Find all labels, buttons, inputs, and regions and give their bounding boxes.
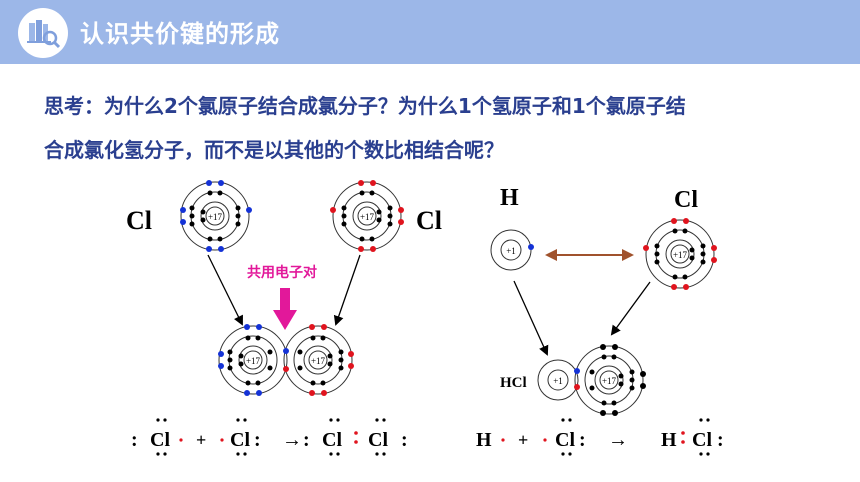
hcl-label: HCl bbox=[500, 375, 527, 391]
lewis-plus-right: + bbox=[518, 430, 528, 450]
cl-left-label: Cl bbox=[126, 206, 152, 235]
svg-text::: : bbox=[131, 429, 138, 451]
arrow-left-to-molecule bbox=[207, 254, 243, 326]
page-title: 认识共价键的形成 bbox=[80, 20, 280, 48]
lewis-cl-right: Cl bbox=[555, 429, 575, 451]
lewis-h: H bbox=[476, 429, 492, 451]
arrow-right-to-molecule bbox=[333, 254, 361, 326]
svg-text::: : bbox=[254, 429, 261, 451]
hcl-molecule: +1 +17 bbox=[537, 344, 646, 416]
title-bar: 认识共价键的形成 bbox=[0, 0, 860, 64]
question-text: 思考：为什么2个氯原子结合成氯分子？为什么1个氢原子和1个氯原子结 合成氯化氢分… bbox=[44, 84, 834, 172]
nucleus-label: +17 bbox=[360, 212, 375, 222]
svg-text::: : bbox=[717, 429, 724, 451]
cl-nucleus-label: +17 bbox=[602, 376, 617, 386]
nucleus-label: +17 bbox=[246, 356, 261, 366]
nucleus-label: +17 bbox=[311, 356, 326, 366]
svg-text::: : bbox=[579, 429, 586, 451]
svg-text::: : bbox=[401, 429, 408, 451]
lewis-h-product: H bbox=[661, 429, 677, 451]
books-magnifier-icon bbox=[27, 20, 61, 49]
h-nucleus-label: +1 bbox=[506, 246, 516, 256]
question-line-2: 合成氯化氢分子，而不是以其他的个数比相结合呢？ bbox=[44, 138, 504, 162]
nucleus-label: +17 bbox=[208, 212, 223, 222]
svg-text::: : bbox=[303, 429, 310, 451]
lewis-arrow-right: → bbox=[608, 429, 628, 451]
arrow-cl-to-molecule bbox=[610, 281, 651, 336]
h-atom: +1 bbox=[490, 229, 534, 271]
cl-atom-right: +17 bbox=[643, 218, 717, 290]
lewis-cl2-equation: : Cl + Cl : → : Cl Cl : bbox=[131, 418, 408, 456]
lewis-plus-left: + bbox=[196, 430, 206, 450]
cl-right-label: Cl bbox=[416, 206, 442, 235]
question-line-1: 思考：为什么2个氯原子结合成氯分子？为什么1个氢原子和1个氯原子结 bbox=[44, 94, 686, 118]
h-nucleus-label: +1 bbox=[553, 376, 563, 386]
lewis-cl-3: Cl bbox=[322, 429, 342, 451]
lewis-arrow-left: → bbox=[282, 429, 302, 451]
logo-badge bbox=[18, 8, 68, 58]
lewis-cl-1: Cl bbox=[150, 429, 170, 451]
arrow-h-to-molecule bbox=[513, 280, 549, 356]
cl2-molecule: +17 +17 bbox=[218, 324, 354, 396]
cl-nucleus-label: +17 bbox=[673, 250, 688, 260]
cl-atom-top-left: +17 bbox=[180, 180, 252, 252]
h-label: H bbox=[500, 185, 519, 211]
lewis-hcl-equation: H + Cl : → H Cl : bbox=[476, 418, 724, 456]
shared-pair-label: 共用电子对 bbox=[247, 264, 317, 281]
shared-pair-arrow bbox=[273, 288, 297, 330]
lewis-cl-4: Cl bbox=[368, 429, 388, 451]
cl-atom-top-right: +17 bbox=[330, 180, 404, 252]
lewis-cl-2: Cl bbox=[230, 429, 250, 451]
cl-label-right: Cl bbox=[674, 187, 698, 213]
lewis-cl-product: Cl bbox=[692, 429, 712, 451]
